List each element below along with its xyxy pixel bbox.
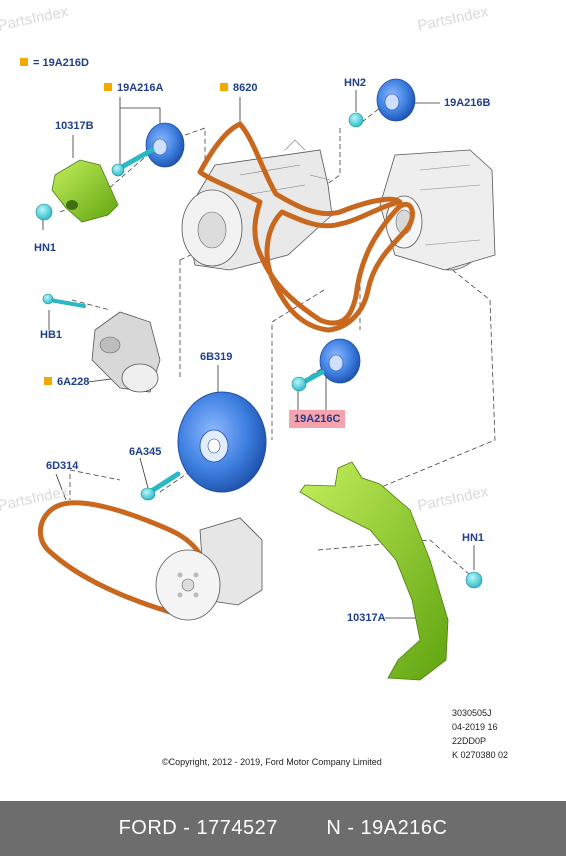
label-6a228-text: 6A228	[57, 376, 90, 388]
nut-hn1-right	[465, 571, 483, 589]
label-19a216a-text: 19A216A	[117, 82, 164, 94]
alternator	[379, 149, 496, 271]
bolt-19a216a	[111, 147, 155, 177]
bolt-19a216c	[291, 369, 325, 392]
idler-pulley-19a216b	[376, 78, 416, 122]
idler-pulley-19a216a	[145, 122, 185, 168]
meta-line-4: K 0270380 02	[451, 750, 508, 760]
nut-hn1-top	[35, 203, 53, 221]
belt-8620	[197, 121, 415, 333]
label-6a228[interactable]: 6A228	[44, 376, 89, 388]
label-19a216b[interactable]: 19A216B	[444, 97, 491, 109]
label-hn1-right[interactable]: HN1	[462, 532, 485, 544]
marker-19a216a	[104, 83, 112, 91]
bolt-6a345	[140, 471, 181, 501]
label-hn1-top[interactable]: HN1	[34, 242, 57, 254]
footer-oem-number: FORD - 1774527	[118, 817, 278, 839]
meta-line-1: 3030505J	[451, 708, 492, 718]
bracket-10317b	[51, 159, 119, 223]
tensioner-6a228	[91, 311, 161, 393]
legend-text: = 19A216D	[33, 57, 89, 69]
label-hn2[interactable]: HN2	[344, 77, 367, 89]
label-19a216c-highlighted[interactable]: 19A216C	[289, 410, 346, 428]
legend-19a216d: = 19A216D	[20, 57, 89, 69]
part-number-footer: FORD - 1774527 N - 19A216C	[0, 801, 566, 856]
label-8620-text: 8620	[233, 82, 258, 94]
legend-marker	[20, 58, 28, 66]
footer-separator	[278, 817, 326, 840]
label-hb1[interactable]: HB1	[40, 329, 63, 341]
meta-line-3: 22DD0P	[451, 736, 486, 746]
bolt-hb1	[42, 293, 86, 308]
label-6a345[interactable]: 6A345	[129, 446, 162, 458]
label-8620[interactable]: 8620	[220, 82, 257, 94]
nut-hn2	[348, 112, 364, 128]
footer-part-code: N - 19A216C	[326, 817, 448, 839]
label-6b319[interactable]: 6B319	[200, 351, 233, 363]
label-10317b[interactable]: 10317B	[55, 120, 94, 132]
callout-leaders	[42, 90, 475, 619]
label-6d314[interactable]: 6D314	[46, 460, 79, 472]
bracket-10317a	[299, 461, 449, 681]
diagram-artwork	[35, 78, 496, 681]
marker-8620	[220, 83, 228, 91]
label-19a216a[interactable]: 19A216A	[104, 82, 163, 94]
meta-line-2: 04-2019 16	[451, 722, 498, 732]
power-steering-pump	[155, 517, 263, 621]
marker-6a228	[44, 377, 52, 385]
diagram-reference-info: 3030505J 04-2019 16 22DD0P K 0270380 02	[452, 706, 508, 762]
label-10317a[interactable]: 10317A	[347, 612, 386, 624]
crank-pulley-6b319	[177, 391, 267, 493]
copyright-notice: ©Copyright, 2012 - 2019, Ford Motor Comp…	[162, 757, 382, 767]
idler-pulley-19a216c	[319, 338, 361, 384]
